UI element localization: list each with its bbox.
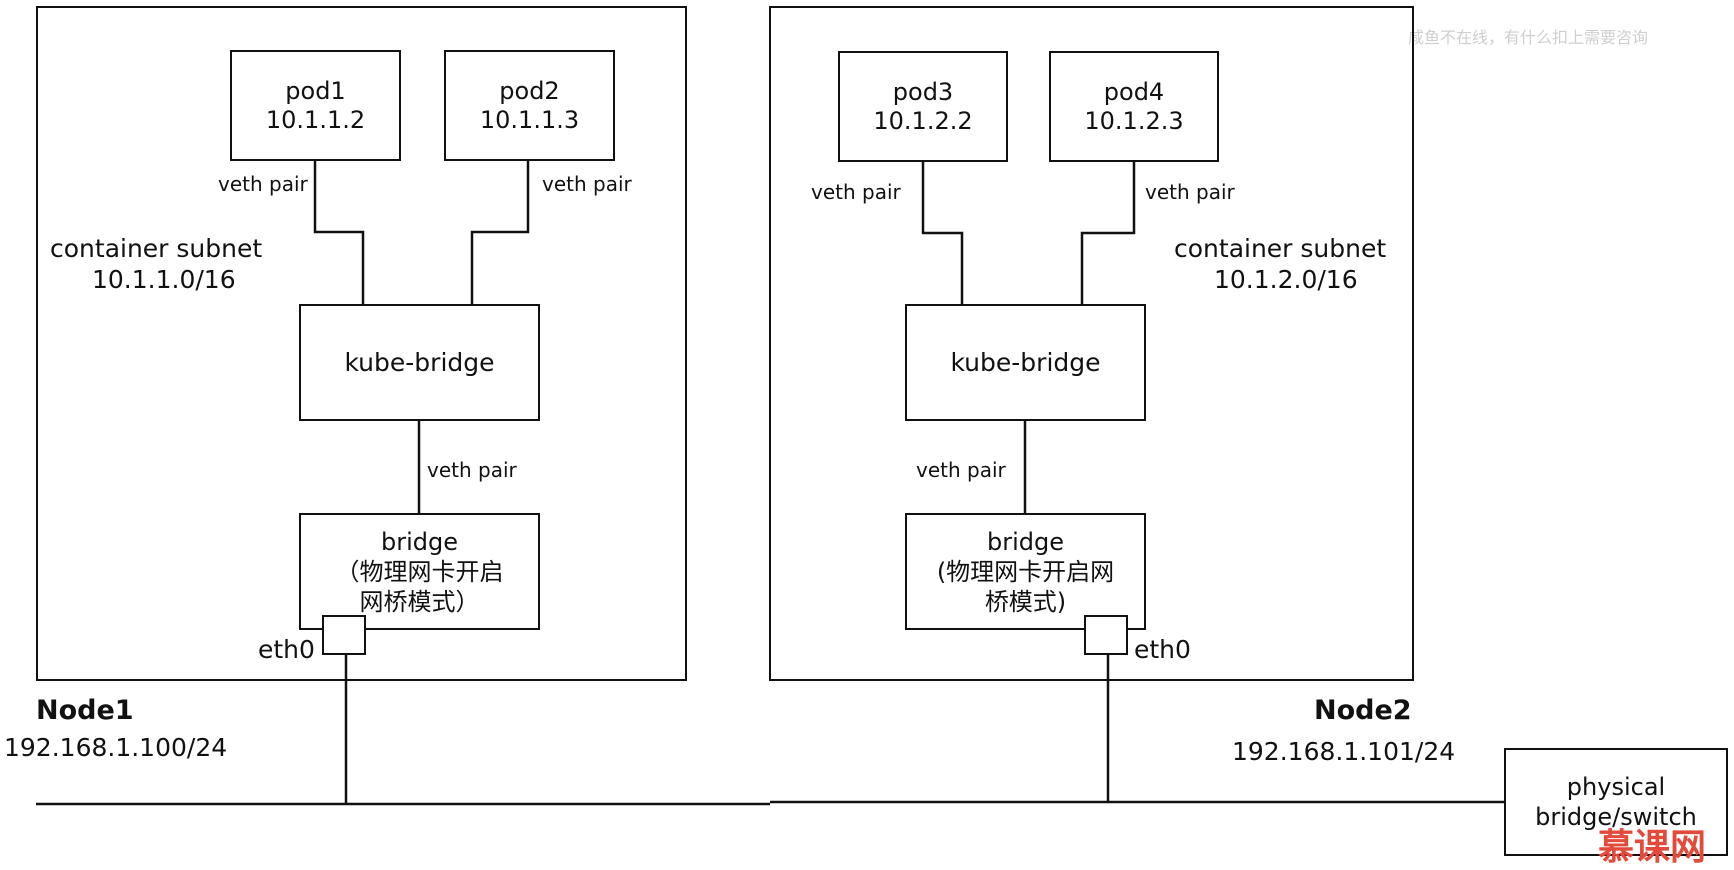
node2-frame bbox=[769, 6, 1414, 681]
bridge-desc-line3: 桥模式) bbox=[984, 588, 1067, 616]
node2-kube-bridge-box[interactable]: kube-bridge bbox=[905, 304, 1146, 421]
node2-subnet-cidr: 10.1.2.0/16 bbox=[1214, 265, 1358, 294]
bridge-desc-line2: (物理网卡开启网 bbox=[936, 558, 1115, 586]
node2-pod3-veth-label: veth pair bbox=[811, 180, 901, 204]
node1-pod1-link bbox=[313, 160, 365, 304]
node1-pod1-box[interactable]: pod1 10.1.1.2 bbox=[230, 50, 401, 161]
node1-subnet-cidr: 10.1.1.0/16 bbox=[92, 265, 236, 294]
site-logo: 慕课网 bbox=[1598, 827, 1707, 868]
node2-bridge-veth-label: veth pair bbox=[916, 458, 1006, 482]
node1-ip: 192.168.1.100/24 bbox=[4, 733, 228, 762]
node1-bridge-box[interactable]: bridge （物理网卡开启 网桥模式） bbox=[299, 513, 540, 630]
kube-bridge-label: kube-bridge bbox=[950, 347, 1101, 377]
node1-eth0-port[interactable] bbox=[322, 615, 366, 655]
node2-title: Node2 bbox=[1314, 695, 1412, 726]
switch-label-line1: physical bbox=[1566, 773, 1666, 801]
pod-ip: 10.1.2.2 bbox=[873, 106, 973, 135]
node2-pod3-box[interactable]: pod3 10.1.2.2 bbox=[838, 51, 1008, 162]
pod-name: pod3 bbox=[892, 77, 954, 106]
node1-pod2-veth-label: veth pair bbox=[542, 172, 632, 196]
physical-switch-box[interactable]: physical bridge/switch bbox=[1504, 748, 1728, 856]
bridge-desc-line3: 网桥模式） bbox=[359, 588, 480, 616]
pod-ip: 10.1.2.3 bbox=[1084, 106, 1184, 135]
node1-bridge-veth-label: veth pair bbox=[427, 458, 517, 482]
node1-pod1-veth-label: veth pair bbox=[218, 172, 308, 196]
node2-bridge-box[interactable]: bridge (物理网卡开启网 桥模式) bbox=[905, 513, 1146, 630]
node1-pod2-box[interactable]: pod2 10.1.1.3 bbox=[444, 50, 615, 161]
switch-label-line2: bridge/switch bbox=[1535, 803, 1697, 831]
node2-pod3-link bbox=[921, 162, 964, 304]
node1-subnet-label: container subnet bbox=[50, 234, 263, 263]
node2-pod4-veth-label: veth pair bbox=[1145, 180, 1235, 204]
pod-ip: 10.1.1.3 bbox=[479, 105, 580, 134]
node2-eth0-port[interactable] bbox=[1084, 615, 1128, 655]
pod-name: pod4 bbox=[1103, 77, 1165, 106]
node1-eth0-label: eth0 bbox=[258, 635, 315, 664]
watermark-text: 咸鱼不在线，有什么扣上需要咨询 bbox=[1408, 28, 1649, 47]
bridge-label: bridge bbox=[380, 528, 458, 556]
pod-ip: 10.1.1.2 bbox=[265, 105, 366, 134]
node1-title: Node1 bbox=[36, 695, 134, 726]
node1-frame bbox=[36, 6, 687, 681]
node1-pod2-link bbox=[470, 160, 530, 304]
node2-subnet-label: container subnet bbox=[1174, 234, 1387, 263]
bridge-desc-line2: （物理网卡开启 bbox=[335, 558, 504, 586]
node1-kube-bridge-box[interactable]: kube-bridge bbox=[299, 304, 540, 421]
pod-name: pod2 bbox=[499, 76, 560, 105]
pod-name: pod1 bbox=[285, 76, 346, 105]
bridge-label: bridge bbox=[986, 528, 1064, 556]
node2-pod4-box[interactable]: pod4 10.1.2.3 bbox=[1049, 51, 1219, 162]
node2-pod4-link bbox=[1080, 162, 1136, 304]
node2-eth0-label: eth0 bbox=[1134, 635, 1191, 664]
kube-bridge-label: kube-bridge bbox=[344, 347, 495, 377]
node2-ip: 192.168.1.101/24 bbox=[1232, 737, 1456, 766]
